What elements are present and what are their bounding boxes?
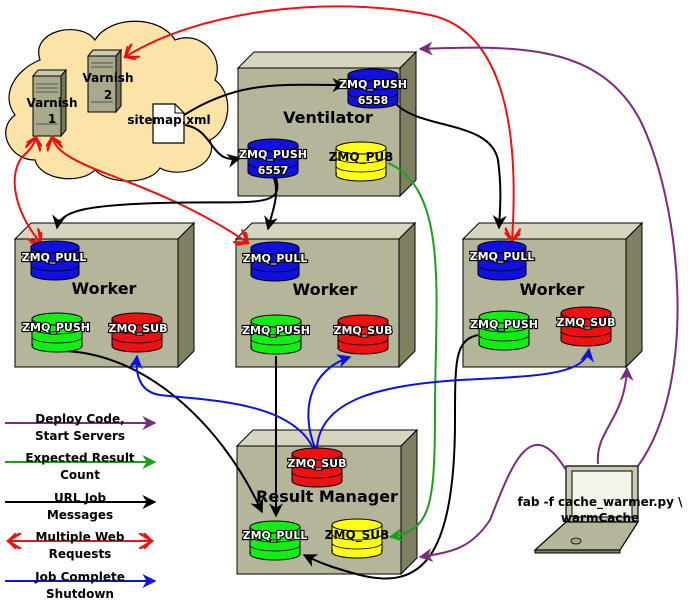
green-line-pub-resultmanager — [387, 162, 438, 542]
ventilator-pub-cylinder-icon — [335, 141, 387, 182]
worker-2-title: Worker — [293, 280, 358, 299]
worker-2-sub-label: ZMQ_SUB — [333, 324, 392, 337]
result-manager-pull-cylinder-icon — [249, 520, 301, 561]
red-line-worker2-varnish1 — [52, 137, 248, 243]
worker-3-pull-cylinder-icon — [477, 240, 527, 281]
legend-deploy-line1: Deploy Code, — [35, 412, 124, 426]
varnish-1-label: Varnish — [27, 96, 78, 110]
ventilator-push-6557-cylinder-icon — [247, 138, 299, 179]
black-line-push6557-worker1 — [52, 177, 279, 230]
worker-3-push-cylinder-icon — [478, 310, 530, 351]
ventilator-push-6558-label: ZMQ_PUSH — [339, 78, 407, 91]
worker-1-title: Worker — [72, 279, 137, 298]
ventilator-push-6557-label: ZMQ_PUSH — [239, 148, 307, 161]
worker-2-push-label: ZMQ_PUSH — [242, 324, 310, 337]
legend-shutdown-line2: Shutdown — [46, 587, 114, 601]
purple-line-laptop-worker3 — [596, 366, 634, 465]
varnish-1-number: 1 — [48, 112, 56, 126]
varnish-1-server-icon — [31, 68, 68, 138]
legend-url-job-line1: URL Job — [54, 491, 107, 505]
purple-line-laptop-resultmanager — [418, 443, 567, 562]
black-line-push6558-worker3 — [394, 102, 507, 230]
worker-3-sub-label: ZMQ_SUB — [556, 316, 615, 329]
purple-line-laptop-ventilator — [418, 41, 679, 467]
laptop-icon — [533, 465, 640, 554]
legend-result-count-line1: Expected Result — [25, 451, 135, 465]
worker-3-push-label: ZMQ_PUSH — [470, 318, 538, 331]
ventilator-pub-label: ZMQ_PUB — [329, 150, 394, 165]
worker-2-pull-label: ZMQ_PULL — [243, 252, 308, 265]
ventilator-push-6557-port: 6557 — [258, 164, 289, 177]
result-manager-sub-cylinder-icon — [291, 447, 343, 488]
black-line-worker3-resultmanager — [302, 334, 479, 580]
blue-line-sub-worker1 — [128, 354, 314, 449]
red-line-worker3-varnish2 — [125, 5, 514, 241]
worker-3-title: Worker — [520, 280, 585, 299]
legend-web-requests-line1: Multiple Web — [35, 530, 124, 544]
legend: Deploy Code, Start Servers Expected Resu… — [5, 412, 157, 601]
varnish-2-server-icon — [86, 48, 123, 114]
laptop-command-line2: warmCache — [561, 511, 639, 525]
black-line-push6557-worker2 — [264, 177, 278, 231]
black-line-sitemap-push6557 — [184, 124, 242, 168]
ventilator-push-6558-cylinder-icon — [347, 68, 399, 109]
worker-1-sub-label: ZMQ_SUB — [108, 322, 167, 335]
blue-line-sub-worker3 — [316, 347, 594, 449]
worker-3-sub-cylinder-icon — [560, 306, 612, 347]
legend-result-count-line2: Count — [60, 468, 100, 482]
legend-shutdown-line1: Job Complete — [34, 570, 125, 584]
legend-web-requests-line2: Requests — [49, 547, 112, 561]
result-manager-sub-label: ZMQ_SUB — [287, 457, 346, 470]
laptop-command-line1: fab -f cache_warmer.py \ — [518, 495, 684, 510]
varnish-2-label: Varnish — [83, 71, 134, 85]
result-manager-title: Result Manager — [256, 487, 398, 506]
worker-1-pull-label: ZMQ_PULL — [22, 251, 87, 264]
legend-url-job-line2: Messages — [47, 508, 113, 522]
worker-2-push-cylinder-icon — [250, 314, 302, 355]
worker-1-push-cylinder-icon — [31, 312, 83, 353]
worker-2-sub-cylinder-icon — [337, 314, 389, 355]
result-manager-sub2-cylinder-icon — [331, 518, 383, 559]
worker-1-pull-cylinder-icon — [30, 240, 80, 281]
sitemap-label: sitemap.xml — [127, 113, 210, 127]
result-manager-pull-label: ZMQ_PULL — [243, 529, 308, 542]
result-manager-sub2-label: ZMQ_SUB — [325, 528, 389, 543]
varnish-2-number: 2 — [104, 88, 112, 102]
worker-2-pull-cylinder-icon — [250, 241, 300, 282]
black-line-sitemap-push6558 — [183, 77, 347, 116]
worker-1-push-label: ZMQ_PUSH — [22, 321, 90, 334]
legend-deploy-line2: Start Servers — [35, 429, 125, 443]
worker-1-sub-cylinder-icon — [111, 312, 163, 353]
ventilator-title: Ventilator — [283, 108, 373, 127]
red-line-worker1-varnish1 — [13, 137, 41, 243]
blue-line-sub-worker2 — [307, 354, 352, 449]
worker-3-pull-label: ZMQ_PULL — [470, 250, 535, 263]
ventilator-push-6558-port: 6558 — [358, 94, 389, 107]
